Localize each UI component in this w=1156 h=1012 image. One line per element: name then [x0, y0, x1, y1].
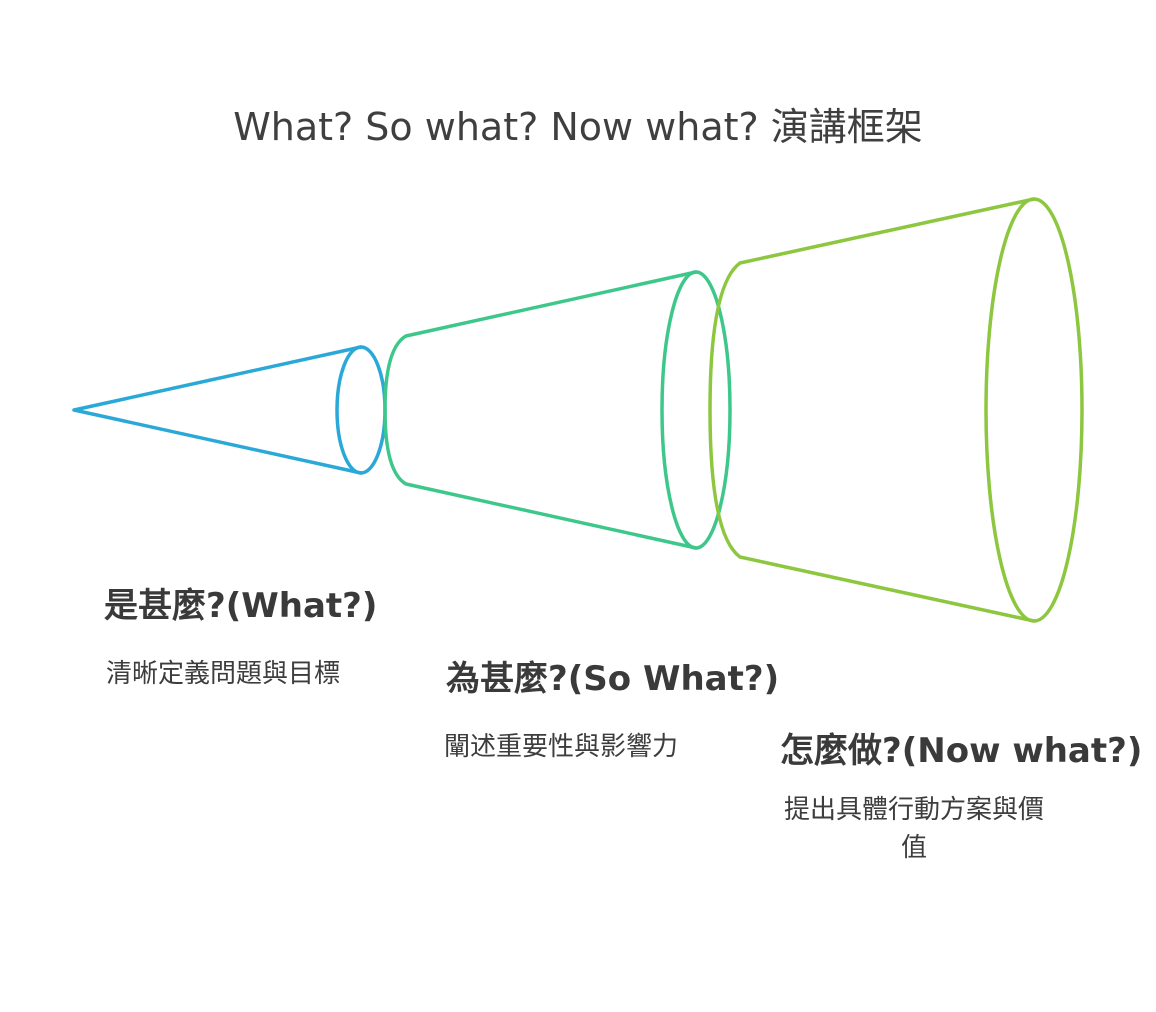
stage-2-frustum: [383, 270, 732, 550]
stage-2-frustum-rim: [660, 270, 732, 550]
stage-1-title: 是甚麼?(What?): [104, 586, 378, 626]
stage-2-description: 闡述重要性與影響力: [444, 732, 679, 762]
stage-2-frustum-body: [383, 270, 698, 550]
stage-1-cone: [72, 345, 387, 475]
stage-3-frustum-rim: [984, 197, 1084, 623]
stage-2-title: 為甚麼?(So What?): [446, 659, 780, 699]
stage-3-description: 提出具體行動方案與價值: [783, 795, 1044, 863]
diagram-title: What? So what? Now what? 演講框架: [233, 105, 923, 149]
stage-3-title: 怎麼做?(Now what?): [780, 731, 1143, 771]
stage-1-cone-body: [72, 345, 363, 475]
stage-3-frustum: [708, 197, 1084, 623]
stage-1-cone-rim: [335, 345, 387, 475]
stage-3-frustum-body: [708, 197, 1036, 623]
stage-1-description: 清晰定義問題與目標: [106, 659, 341, 689]
